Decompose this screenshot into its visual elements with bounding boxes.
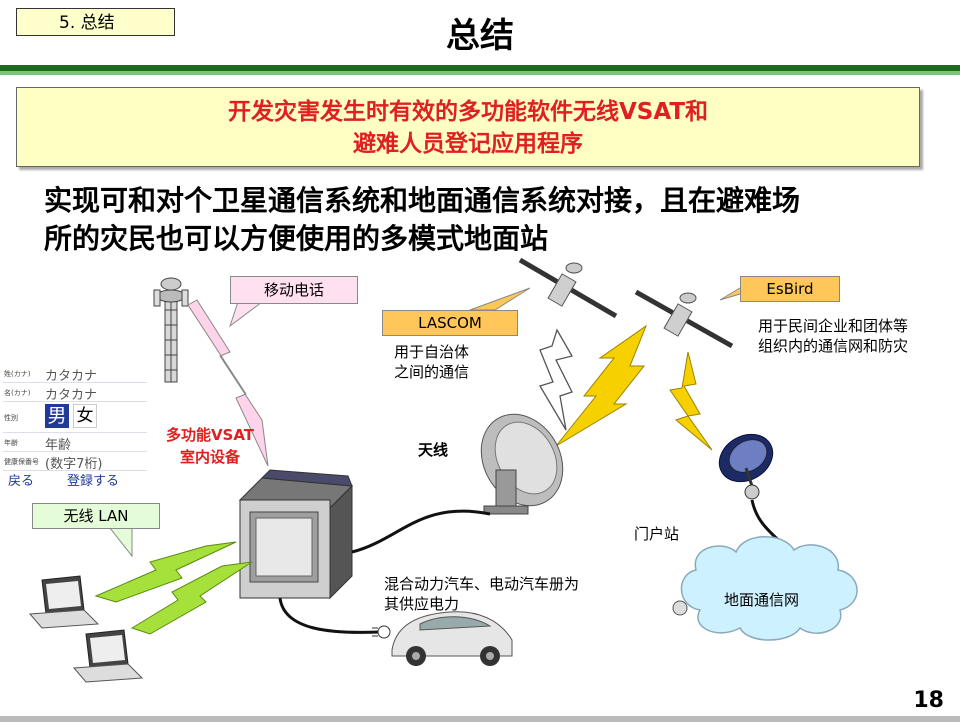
form-row: 性別 男 女 [3, 402, 147, 433]
satellite-icon [634, 289, 734, 349]
antenna-dish-icon [480, 413, 564, 515]
esbird-callout: EsBird [740, 276, 840, 302]
subtitle-line-1: 实现可和对个卫星通信系统和地面通信系统对接，且在避难场 [44, 184, 801, 217]
cell-tower-icon [153, 277, 189, 383]
header-rule [0, 65, 960, 71]
terrestrial-cloud-icon [680, 536, 858, 641]
header-rule-light [0, 71, 960, 75]
page-title: 总结 [446, 16, 514, 56]
plug-icon [372, 625, 391, 639]
form-row: 健康保番号 (数字7桁) [3, 452, 147, 472]
terrestrial-network-label: 地面通信网 [724, 591, 800, 609]
male-button[interactable]: 男 [45, 404, 69, 428]
banner-line-1: 开发灾害发生时有效的多功能软件无线VSAT和 [227, 99, 709, 125]
form-row: 姓(カナ) カタカナ [3, 364, 147, 384]
registration-form: 姓(カナ) カタカナ 名(カナ) カタカナ 性別 男 女 年齢 年齢 健康保番号… [3, 364, 147, 489]
mobile-callout-pointer [229, 301, 264, 328]
lascom-callout: LASCOM [382, 310, 518, 336]
mobile-signal-bolt [187, 299, 269, 467]
car-icon [391, 611, 513, 666]
kana-name-field[interactable]: カタカナ [45, 388, 98, 403]
car-label: 混合动力汽车、电动汽车册为 其供应电力 [384, 575, 580, 613]
vsat-label: 多功能VSAT 室内设备 [165, 426, 255, 466]
lan-signal-bolt [94, 541, 237, 603]
banner-line-2: 避难人员登记应用程序 [353, 131, 583, 157]
gateway-signal-bolt [669, 351, 713, 451]
female-button[interactable]: 女 [73, 404, 97, 428]
car-cable [278, 597, 381, 634]
register-button[interactable]: 登録する [67, 474, 120, 489]
back-button[interactable]: 戻る [8, 474, 35, 489]
section-tag: 5. 总结 [16, 8, 175, 36]
antenna-label: 天线 [418, 441, 449, 459]
phone-node-icon [672, 600, 688, 616]
wireless-lan-callout: 无线 LAN [32, 503, 160, 529]
lascom-signal-bolt [539, 328, 573, 431]
antenna-cable [351, 509, 491, 554]
subtitle: 实现可和对个卫星通信系统和地面通信系统对接，且在避难场 所的灾民也可以方便使用的… [44, 182, 944, 258]
mobile-phone-callout: 移动电话 [230, 276, 358, 304]
id-number-field[interactable]: (数字7桁) [45, 457, 103, 472]
laptop-icon [72, 629, 144, 683]
gateway-label: 门户站 [634, 525, 680, 543]
lascom-callout-pointer [469, 287, 531, 311]
kana-surname-field[interactable]: カタカナ [45, 369, 98, 384]
lan-signal-bolt [130, 561, 253, 635]
title-banner: 开发灾害发生时有效的多功能软件无线VSAT和 避难人员登记应用程序 [16, 87, 920, 167]
laptop-icon [28, 575, 100, 629]
age-field[interactable]: 年齢 [45, 438, 72, 453]
lascom-description: 用于自治体 之间的通信 [394, 343, 470, 381]
vsat-unit-icon [238, 469, 354, 600]
lan-callout-pointer [108, 527, 133, 558]
satellite-icon [518, 257, 618, 319]
esbird-description: 用于民间企业和团体等 组织内的通信网和防灾 [758, 317, 909, 355]
subtitle-line-2: 所的灾民也可以方便使用的多模式地面站 [44, 222, 549, 255]
footer-bar [0, 716, 960, 722]
form-row: 名(カナ) カタカナ [3, 383, 147, 403]
form-row: 年齢 年齢 [3, 433, 147, 453]
gateway-dish-icon [718, 433, 774, 500]
page-number: 18 [913, 688, 944, 713]
